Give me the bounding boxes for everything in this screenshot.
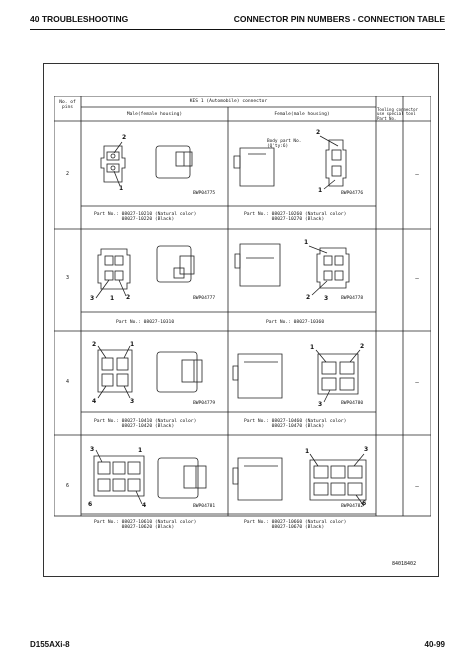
row-3-male-code: BWP04779 <box>193 401 216 406</box>
row-3-tool: — <box>415 379 419 386</box>
row-4-tool: — <box>415 483 419 490</box>
row-1-female-part: Part No.: 08027-10260 (Natural color) 08… <box>244 212 347 223</box>
row-4-female-part: Part No.: 08027-10660 (Natural color) 08… <box>244 520 347 531</box>
page-number: 40-99 <box>424 640 445 649</box>
pin-num: 1 <box>130 341 135 348</box>
row-2-female-code: BWP04778 <box>341 296 364 301</box>
row-3-female-part: Part No.: 08027-10460 (Natural color) 08… <box>244 419 347 430</box>
pin-num: 2 <box>316 129 321 136</box>
col-tool-header: Tooling connector use special tool Part … <box>377 107 418 121</box>
col-male-header: Male(female housing) <box>126 112 183 117</box>
figure-frame <box>43 63 439 577</box>
pin-num: 2 <box>122 134 127 141</box>
section-title: 40 TROUBLESHOOTING <box>30 14 129 24</box>
row-3-male-part: Part No.: 08027-10410 (Natural color) 08… <box>94 419 197 430</box>
pin-num: 1 <box>318 187 323 194</box>
row-1-male-side <box>155 145 193 179</box>
pin-num: 3 <box>324 295 329 302</box>
row-4-female-side <box>232 457 283 501</box>
model-name: D155AXi-8 <box>30 640 70 649</box>
row-4-female-code: BWP04782 <box>341 504 364 509</box>
row-2-male-side <box>156 245 195 283</box>
pin-num: 2 <box>360 343 365 350</box>
pin-num: 3 <box>364 446 369 453</box>
header-rule <box>30 29 445 30</box>
row-2-female-part: Part No.: 08027-10360 <box>266 320 325 325</box>
row-4-male-side <box>157 457 207 499</box>
row-2-tool: — <box>415 275 419 282</box>
row-1-male-part: Part No.: 08027-10210 (Natural color) 08… <box>94 212 197 223</box>
row-1-male-front <box>100 141 126 187</box>
row-2-pins: 3 <box>65 275 69 281</box>
table-grid <box>54 96 431 517</box>
pin-num: 2 <box>306 294 311 301</box>
row-1-female-side <box>233 147 275 187</box>
pin-num: 4 <box>92 398 97 405</box>
row-2-female-side <box>234 243 281 287</box>
row-1-male-code: BWP04775 <box>193 191 216 196</box>
pin-num: 6 <box>362 500 367 507</box>
pin-num: 2 <box>92 341 97 348</box>
pin-num: 1 <box>305 448 310 455</box>
connector-table: No. of pins KES 1 (Automobile) connector… <box>54 96 431 530</box>
pin-num: 3 <box>90 446 95 453</box>
row-3-male-front <box>97 345 133 399</box>
figure-id: 84018402 <box>392 561 417 567</box>
row-3-female-code: BWP04780 <box>341 401 364 406</box>
pin-num: 4 <box>142 502 147 509</box>
pin-num: 3 <box>90 295 95 302</box>
pin-num: 6 <box>88 501 93 508</box>
pin-num: 1 <box>304 239 309 246</box>
page-title: CONNECTOR PIN NUMBERS - CONNECTION TABLE <box>233 14 445 24</box>
pin-num: 3 <box>318 401 323 408</box>
row-4-female-front <box>309 453 367 507</box>
row-4-male-code: BWP04781 <box>193 504 216 509</box>
row-2-male-front <box>95 248 131 299</box>
row-1-tool: — <box>415 171 419 178</box>
row-2-male-code: BWP04777 <box>193 296 216 301</box>
row-2-female-front <box>308 245 350 296</box>
row-3-male-side <box>156 351 203 393</box>
row-3-pins: 4 <box>65 379 69 385</box>
row-1-female-front <box>319 135 347 190</box>
connector-drawings <box>93 135 367 507</box>
pin-num: 3 <box>130 398 135 405</box>
col-female-header: Female(male housing) <box>274 112 330 117</box>
row-4-male-front <box>93 449 145 505</box>
row-1-female-code: BWP04776 <box>341 191 364 196</box>
page-header: 40 TROUBLESHOOTING CONNECTOR PIN NUMBERS… <box>30 14 445 28</box>
page-footer: D155AXi-8 40-99 <box>30 640 445 652</box>
col-group-header: KES 1 (Automobile) connector <box>189 99 268 104</box>
pin-num: 2 <box>126 294 131 301</box>
row-4-pins: 6 <box>65 483 69 489</box>
row-1-body-note: Body part No. (Q'ty:6) <box>267 139 302 149</box>
pin-num: 1 <box>110 295 115 302</box>
col-pins-header: No. of pins <box>59 100 76 111</box>
row-1-pins: 2 <box>65 171 69 177</box>
pin-num: 1 <box>310 344 315 351</box>
row-3-female-side <box>232 353 283 399</box>
row-3-female-front <box>315 349 361 403</box>
row-4-male-part: Part No.: 08027-10610 (Natural color) 08… <box>94 520 197 531</box>
pin-num: 1 <box>119 185 124 192</box>
row-2-male-part: Part No.: 08027-10310 <box>116 320 175 325</box>
pin-num: 1 <box>138 447 143 454</box>
